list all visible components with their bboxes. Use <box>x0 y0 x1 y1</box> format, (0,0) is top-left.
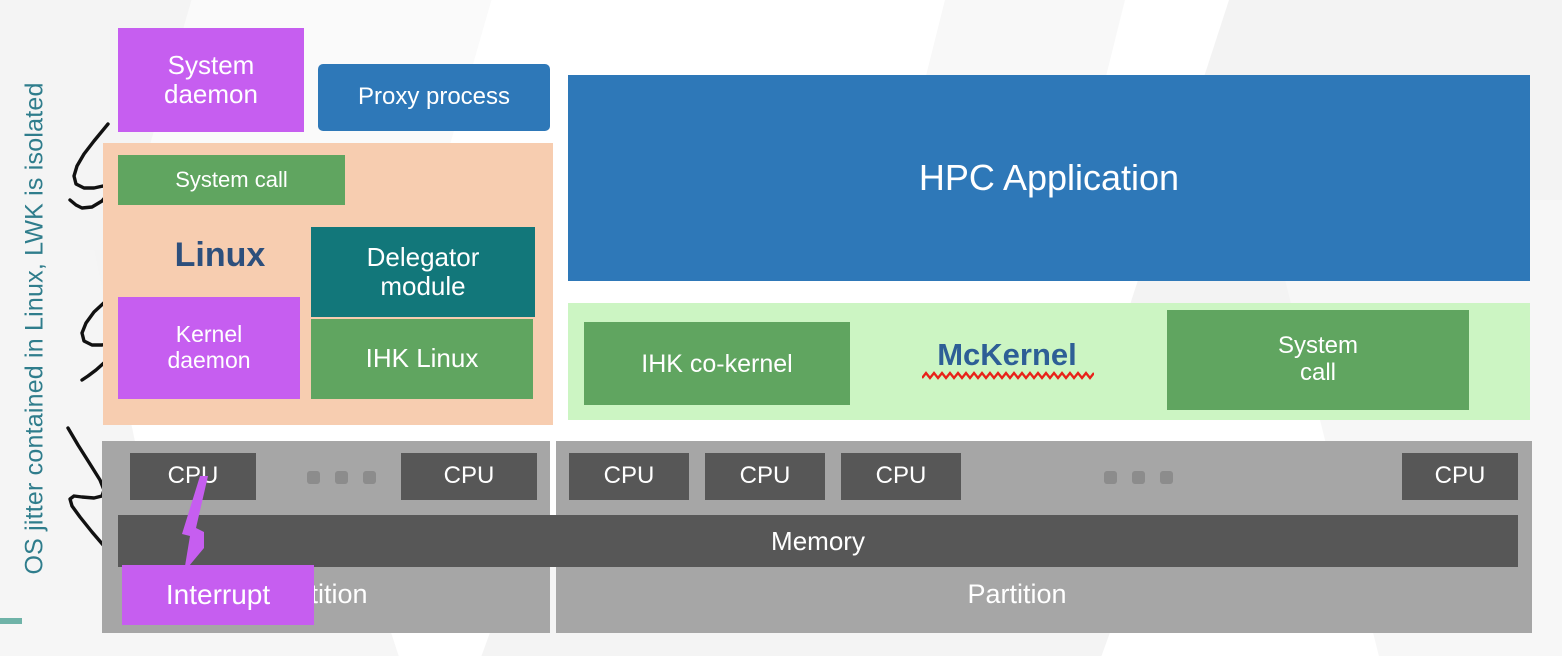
cpu-label: CPU <box>167 462 219 490</box>
proxy-process-box[interactable]: Proxy process <box>318 64 550 131</box>
kernel-daemon-line1: Kernel <box>175 321 243 348</box>
partition-right-label: Partition <box>967 579 1067 609</box>
mckernel-label-text: McKernel <box>937 337 1077 372</box>
mckernel-label: McKernel <box>922 333 1092 377</box>
dot-icon <box>1104 471 1117 484</box>
dot-icon <box>335 471 348 484</box>
mckernel-system-call-line1: System <box>1277 332 1358 360</box>
system-daemon-line2: daemon <box>164 79 258 109</box>
cpu-box[interactable]: CPU <box>569 453 689 500</box>
dot-icon <box>1160 471 1173 484</box>
ihk-cokernel-label: IHK co-kernel <box>641 349 793 378</box>
ihk-linux-label: IHK Linux <box>365 343 479 374</box>
cpu-box[interactable]: CPU <box>130 453 256 500</box>
cpu-ellipsis-left <box>307 471 376 484</box>
cpu-label: CPU <box>603 462 655 490</box>
interrupt-callout[interactable]: Interrupt <box>122 565 314 625</box>
interrupt-pointer-tail <box>182 476 208 572</box>
kernel-daemon-line2: daemon <box>167 347 251 373</box>
mckernel-system-call-box[interactable]: System call <box>1167 310 1469 410</box>
ihk-linux-box[interactable]: IHK Linux <box>311 319 533 399</box>
side-caption: OS jitter contained in Linux, LWK is iso… <box>12 36 58 620</box>
linux-system-call-box[interactable]: System call <box>118 155 345 205</box>
delegator-line1: Delegator <box>366 241 480 272</box>
linux-label: Linux <box>150 232 290 278</box>
mckernel-system-call-line2: call <box>1299 359 1336 386</box>
delegator-module-box[interactable]: Delegator module <box>311 227 535 317</box>
cpu-box[interactable]: CPU <box>401 453 537 500</box>
dot-icon <box>307 471 320 484</box>
cpu-label: CPU <box>1434 462 1486 490</box>
delegator-module-label: Delegator module <box>366 241 480 301</box>
ihk-cokernel-box[interactable]: IHK co-kernel <box>584 322 850 405</box>
cpu-box[interactable]: CPU <box>1402 453 1518 500</box>
mckernel-system-call-label: System call <box>1277 332 1358 387</box>
cpu-box[interactable]: CPU <box>705 453 825 500</box>
cpu-box[interactable]: CPU <box>841 453 961 500</box>
proxy-process-label: Proxy process <box>357 83 511 111</box>
memory-bar: Memory <box>118 515 1518 567</box>
system-daemon-line1: System <box>167 49 255 80</box>
cpu-label: CPU <box>443 462 495 490</box>
hpc-application-box[interactable]: HPC Application <box>568 75 1530 281</box>
delegator-line2: module <box>380 271 466 301</box>
dot-icon <box>363 471 376 484</box>
side-caption-text: OS jitter contained in Linux, LWK is iso… <box>20 81 49 575</box>
spellcheck-squiggle-icon <box>922 371 1094 380</box>
system-daemon-box[interactable]: System daemon <box>118 28 304 132</box>
interrupt-label: Interrupt <box>165 579 271 610</box>
cpu-label: CPU <box>875 462 927 490</box>
memory-label: Memory <box>771 525 865 556</box>
linux-system-call-label: System call <box>175 166 288 192</box>
dot-icon <box>1132 471 1145 484</box>
system-daemon-label: System daemon <box>164 49 258 109</box>
kernel-daemon-label: Kernel daemon <box>167 321 251 374</box>
cpu-ellipsis-right <box>1104 471 1173 484</box>
hpc-application-label: HPC Application <box>918 156 1180 198</box>
linux-label-text: Linux <box>174 235 266 274</box>
cpu-label: CPU <box>739 462 791 490</box>
kernel-daemon-box[interactable]: Kernel daemon <box>118 297 300 399</box>
